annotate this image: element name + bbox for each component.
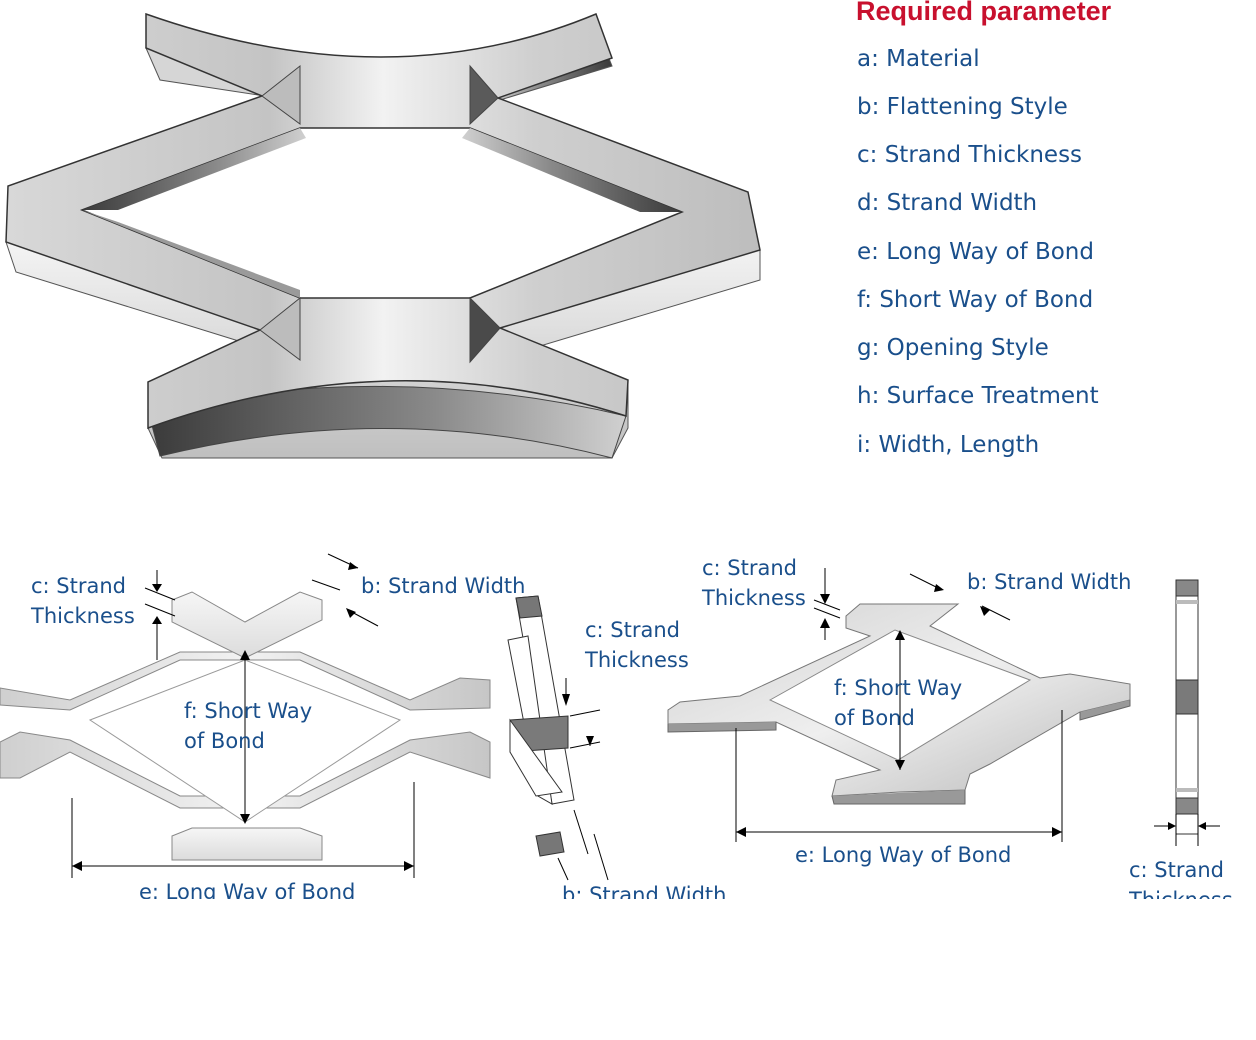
left-short-way-label-line2: of Bond [184, 729, 265, 753]
section-width-label: b: Strand Width [562, 883, 727, 899]
right-long-way-label: e: Long Way of Bond [795, 843, 1012, 867]
right-width-label: b: Strand Width [967, 570, 1132, 594]
raised-cross-section-diagram [507, 595, 609, 881]
param-item-short-way-of-bond: f: Short Way of Bond [857, 287, 1094, 313]
right-short-way-label-line1: f: Short Way [834, 676, 963, 700]
left-thickness-label-line1: c: Strand [31, 574, 127, 598]
mesh-bridge-top [171, 591, 323, 659]
expanded-metal-3d-illustration [5, 12, 761, 459]
right-short-way-label-line2: of Bond [834, 706, 915, 730]
params-title: Required parameter [856, 0, 1112, 26]
param-item-strand-width: d: Strand Width [857, 190, 1038, 216]
param-item-width-length: i: Width, Length [857, 432, 1040, 458]
param-item-flattening-style: b: Flattening Style [857, 94, 1068, 120]
section-thickness-label-line2: Thickness [585, 648, 689, 672]
section-dark-top [515, 595, 543, 619]
mesh-bridge-bottom [171, 827, 323, 861]
left-width-label: b: Strand Width [361, 574, 526, 598]
flat-section-dark-middle [1175, 679, 1199, 715]
opening-inner-wall-right [462, 128, 682, 212]
section-thickness-label-line1: c: Strand [585, 618, 681, 642]
param-item-surface-treatment: h: Surface Treatment [857, 383, 1099, 409]
flat-section-thickness-label-line2: Thickness [1129, 885, 1233, 899]
right-thickness-label-line2: Thickness [702, 586, 806, 610]
notch-shade-upper-left [261, 64, 301, 125]
opening-inner-wall-bottom-left [82, 210, 300, 298]
param-item-strand-thickness: c: Strand Thickness [857, 142, 1083, 168]
param-item-long-way-of-bond: e: Long Way of Bond [857, 239, 1094, 265]
param-item-opening-style: g: Opening Style [857, 335, 1049, 361]
left-thickness-label-line2: Thickness [31, 604, 135, 628]
flat-section-dark-bottom [1175, 797, 1199, 815]
notch-shade-upper-right [469, 64, 499, 126]
flattened-mesh-diagram [667, 568, 1131, 842]
opening-inner-wall-left [82, 128, 306, 210]
flat-section-dark-top [1175, 579, 1199, 597]
param-item-material: a: Material [857, 46, 980, 72]
right-thickness-label-line1: c: Strand [702, 556, 798, 580]
mesh-strand-upper [0, 651, 491, 711]
notch-shade-lower-left [259, 296, 301, 361]
mesh-strand-lower [0, 731, 491, 809]
raised-mesh-diagram [0, 553, 491, 878]
section-dark-bottom [535, 831, 565, 857]
left-long-way-label: e: Long Way of Bond [139, 880, 356, 899]
notch-shade-lower-right [469, 296, 501, 364]
left-short-way-label-line1: f: Short Way [184, 699, 313, 723]
flat-cross-section-diagram [1154, 579, 1220, 846]
flat-section-thickness-label-line1: c: Strand [1129, 858, 1225, 882]
